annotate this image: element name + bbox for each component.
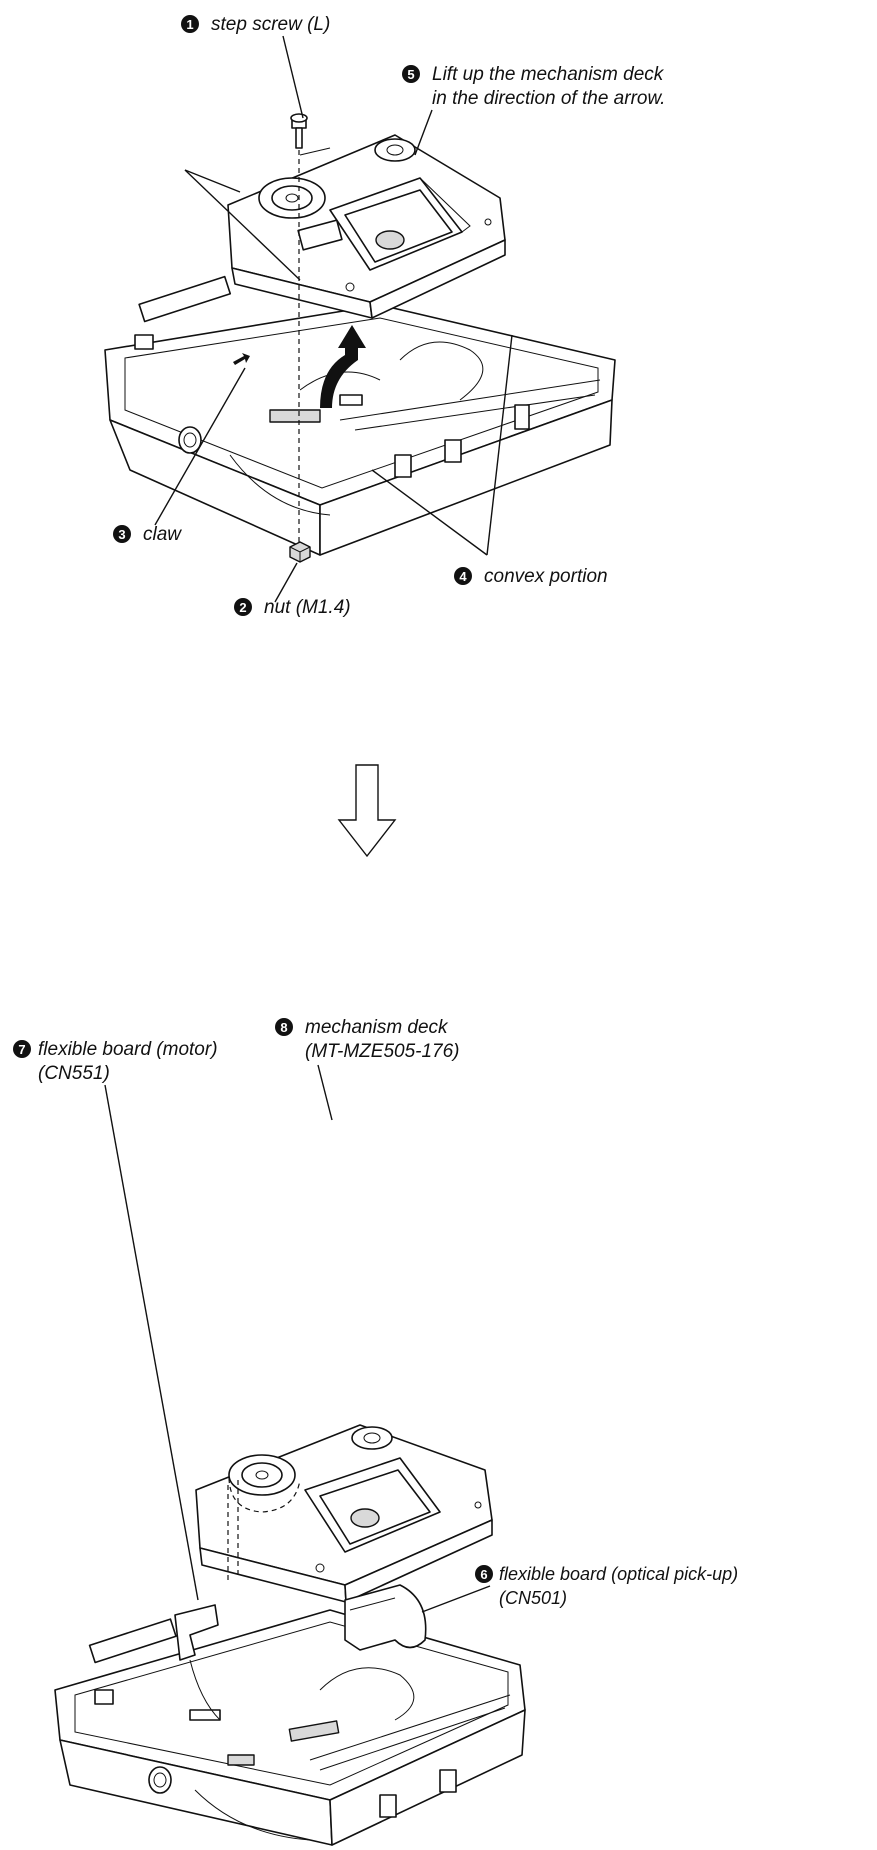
label-claw: 3 claw — [113, 524, 182, 545]
step-screw — [290, 113, 308, 149]
label-text: claw — [143, 524, 182, 545]
label-text: flexible board (optical pick-up) — [499, 1564, 738, 1584]
step-arrow-down-icon — [337, 764, 397, 858]
callout-number-3: 3 — [113, 525, 131, 543]
step2-illustration — [54, 1064, 526, 1846]
callout-number-4: 4 — [454, 567, 472, 585]
label-mechanism-deck: 8 mechanism deck (MT-MZE505-176) — [275, 1017, 460, 1062]
label-nut: 2 nut (M1.4) — [234, 597, 351, 618]
label-text: nut (M1.4) — [264, 597, 351, 618]
flexible-board-optical — [344, 1584, 427, 1651]
step1-illustration — [104, 35, 616, 603]
mechanism-deck-lifted — [227, 134, 506, 319]
svg-text:2: 2 — [239, 600, 246, 615]
svg-text:3: 3 — [118, 527, 125, 542]
label-text: step screw (L) — [211, 14, 330, 35]
label-text-line2: (CN501) — [499, 1588, 567, 1608]
label-text-line2: in the direction of the arrow. — [432, 88, 665, 109]
callout-number-2: 2 — [234, 598, 252, 616]
lift-arrow-icon — [320, 325, 366, 408]
svg-text:5: 5 — [407, 67, 414, 82]
label-lift-deck: 5 Lift up the mechanism deck in the dire… — [402, 64, 665, 109]
nut — [289, 541, 311, 563]
label-text: flexible board (motor) — [38, 1039, 218, 1060]
chassis-base-2 — [54, 1609, 526, 1846]
svg-text:6: 6 — [480, 1567, 487, 1582]
flexible-board-motor — [174, 1604, 221, 1721]
label-step-screw: 1 step screw (L) — [181, 14, 330, 35]
label-text-line2: (CN551) — [38, 1063, 110, 1084]
callout-number-6: 6 — [475, 1565, 493, 1583]
label-text-line2: (MT-MZE505-176) — [305, 1041, 460, 1062]
label-flexible-board-optical: 6 flexible board (optical pick-up) (CN50… — [475, 1564, 738, 1608]
svg-text:7: 7 — [18, 1042, 25, 1057]
claw-arrow-icon — [233, 353, 250, 365]
callout-number-7: 7 — [13, 1040, 31, 1058]
label-text: Lift up the mechanism deck — [432, 64, 665, 85]
svg-text:4: 4 — [459, 569, 467, 584]
callout-number-8: 8 — [275, 1018, 293, 1036]
label-text: convex portion — [484, 566, 608, 587]
mechanism-deck — [195, 1424, 493, 1603]
label-text: mechanism deck — [305, 1017, 449, 1038]
callout-number-5: 5 — [402, 65, 420, 83]
svg-text:8: 8 — [280, 1020, 287, 1035]
callout-number-1: 1 — [181, 15, 199, 33]
label-convex-portion: 4 convex portion — [454, 566, 608, 587]
svg-text:1: 1 — [186, 17, 193, 32]
label-flexible-board-motor: 7 flexible board (motor) (CN551) — [13, 1039, 218, 1084]
chassis-base — [104, 275, 616, 556]
